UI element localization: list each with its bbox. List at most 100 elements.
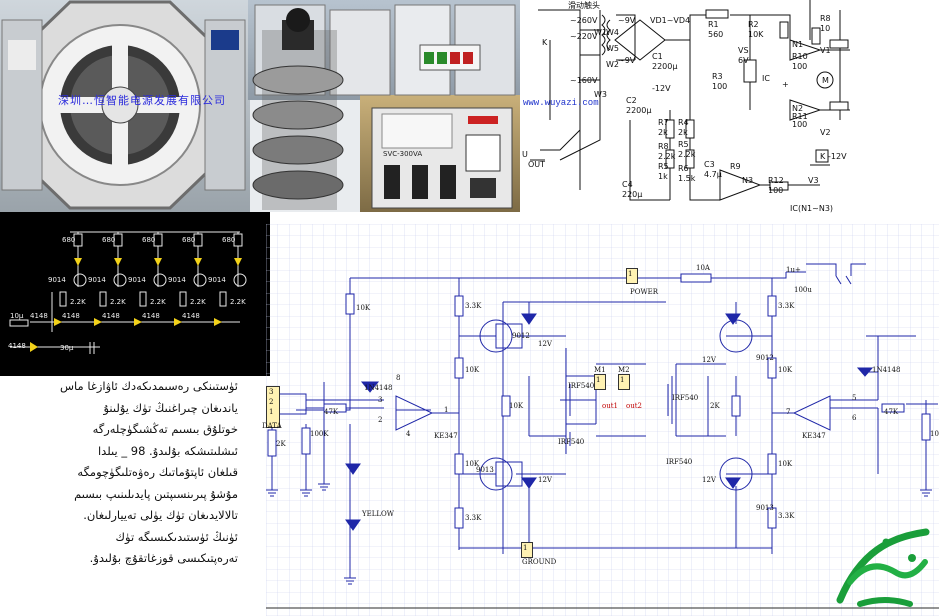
data-pin-2: 2 bbox=[269, 398, 274, 406]
power-box-number: 1 bbox=[628, 270, 633, 278]
top-label-6v: 6V bbox=[738, 56, 749, 65]
top-label-r6: R6 bbox=[678, 164, 689, 173]
uyghur-line-8: ئۈنىڭ ئۈستىدىكىسىگە تۈك bbox=[115, 529, 238, 544]
label-m1: M1 bbox=[594, 366, 606, 374]
top-label-r10: R10 bbox=[792, 52, 808, 61]
label-c-100u: 100u bbox=[794, 286, 812, 294]
ground-box bbox=[521, 542, 533, 558]
label-pin3: 3 bbox=[378, 396, 383, 404]
top-label-r8: R8 bbox=[820, 14, 831, 23]
top-circuit-wires bbox=[530, 0, 850, 201]
top-label-c3: C3 bbox=[704, 160, 715, 169]
top-label-260v: ~260V bbox=[570, 16, 598, 25]
logo-calligraphy-icon bbox=[836, 528, 930, 607]
top-label-r7-2k: 2k bbox=[658, 128, 668, 137]
label-1n4148-b: 1N4148 bbox=[872, 366, 901, 374]
label-pin1: 1 bbox=[444, 406, 449, 414]
led-label-4148-3: 4148 bbox=[102, 312, 120, 320]
led-label-9014-4: 9014 bbox=[168, 276, 186, 284]
top-label-plus: + bbox=[782, 80, 789, 89]
led-label-9014-2: 9014 bbox=[88, 276, 106, 284]
data-pin-3: 3 bbox=[269, 388, 274, 396]
top-label-n2: N2 bbox=[792, 104, 804, 113]
label-irf540-a: IRF540 bbox=[568, 382, 595, 390]
label-fuse-10a: 10A bbox=[696, 264, 710, 272]
top-label-w4: W4 bbox=[606, 28, 619, 37]
data-pin-1: 1 bbox=[269, 408, 274, 416]
top-label-w5: W5 bbox=[606, 44, 619, 53]
top-label-r7: R7 bbox=[658, 118, 669, 127]
label-irf540-c: IRF540 bbox=[672, 394, 699, 402]
label-pin6: 6 bbox=[852, 414, 857, 422]
uyghur-line-1: ئۈستىنكى رەسىمدىكەدك ئاۋازغا ماس bbox=[59, 379, 238, 393]
top-label-r4: R4 bbox=[678, 118, 689, 127]
led-label-30u: 30μ bbox=[60, 344, 74, 352]
led-label-4148-2: 4148 bbox=[62, 312, 80, 320]
top-label-220v: ~220V bbox=[570, 32, 598, 41]
top-label-k2: K bbox=[820, 152, 826, 161]
uyghur-description: ئۈستىنكى رەسىمدىكەدك ئاۋازغا ماس ياندىغا… bbox=[2, 376, 238, 576]
label-100k: 100K bbox=[310, 430, 329, 438]
top-label-u: U bbox=[522, 150, 528, 159]
led-label-4148-5: 4148 bbox=[182, 312, 200, 320]
uyghur-line-4: ئىشلىتىشكە بۇلىدۇ. 98 _ يىلدا bbox=[97, 443, 238, 458]
top-label-r5: R5 bbox=[678, 140, 689, 149]
label-data: DATA bbox=[262, 422, 282, 430]
label-12v-d: 12V bbox=[702, 476, 716, 484]
top-label-560: 560 bbox=[708, 30, 724, 39]
uyghur-line-5: قىلغان ئاپتۇماتىك رەۋەتلىگۈچومگە bbox=[77, 465, 238, 479]
label-yellow: YELLOW bbox=[362, 510, 394, 518]
top-label-n1: N1 bbox=[792, 40, 804, 49]
led-label-4148-6: 4148 bbox=[8, 342, 26, 350]
m2-box-number: 1 bbox=[620, 376, 625, 384]
top-label-ic: IC bbox=[762, 74, 770, 83]
led-label-9014-5: 9014 bbox=[208, 276, 226, 284]
top-label-v3: V3 bbox=[808, 176, 819, 185]
top-label-n3: N3 bbox=[742, 176, 754, 185]
data-connector bbox=[266, 386, 280, 428]
label-c-1u: 1u+ bbox=[786, 266, 801, 274]
top-label-vd1-vd4: VD1~VD4 bbox=[650, 16, 691, 25]
website-url: www.wuyazi.com bbox=[523, 98, 599, 108]
top-label-r11: R11 bbox=[792, 112, 808, 121]
label-out2: out2 bbox=[626, 402, 642, 410]
uyghur-line-3: خوتلۇق بىسىم تەڭشىگۈچلەرگە bbox=[92, 422, 238, 436]
label-1n4148-a: 1N4148 bbox=[364, 384, 393, 392]
top-label-c4-220u: 220μ bbox=[622, 190, 643, 199]
m1-box bbox=[594, 374, 606, 390]
label-pin4: 4 bbox=[406, 430, 411, 438]
label-ke347-b: KE347 bbox=[802, 432, 826, 440]
top-label-c2-2200u: 2200μ bbox=[626, 106, 652, 115]
label-100-f: 100 bbox=[930, 430, 939, 438]
uyghur-line-6: مۇشۇ پىرىنسىپتىن پايدىلىنىپ بىسىم bbox=[74, 486, 238, 501]
top-label-vs: VS bbox=[738, 46, 749, 55]
top-label-r8b: R8 bbox=[658, 142, 669, 151]
label-10k-d: 10K bbox=[509, 402, 524, 410]
top-label-v1: V1 bbox=[820, 46, 831, 55]
led-label-9014-1: 9014 bbox=[48, 276, 66, 284]
led-label-9014-3: 9014 bbox=[128, 276, 146, 284]
label-47k-a: 47K bbox=[324, 408, 339, 416]
top-label-r3: R3 bbox=[712, 72, 723, 81]
label-3-3k-c: 3.3K bbox=[778, 302, 795, 310]
top-label-c2: C2 bbox=[626, 96, 637, 105]
label-pin8: 8 bbox=[396, 374, 401, 382]
led-label-680-5: 680 bbox=[222, 236, 236, 244]
led-label-4148-1: 4148 bbox=[30, 312, 48, 320]
top-label-k: K bbox=[542, 38, 548, 47]
label-9013-a: 9013 bbox=[476, 466, 494, 474]
photo-watermark: 深圳…恒智能电源发展有限公司 bbox=[58, 94, 226, 107]
ground-box-number: 1 bbox=[523, 544, 528, 552]
photo-illustration bbox=[1, 0, 516, 210]
label-irf540-d: IRF540 bbox=[666, 458, 693, 466]
label-10k-a: 10K bbox=[356, 304, 371, 312]
top-label-r5b: R5 bbox=[658, 162, 669, 171]
label-12v-a: 12V bbox=[538, 340, 552, 348]
top-label-r12: R12 bbox=[768, 176, 784, 185]
led-label-680-2: 680 bbox=[102, 236, 116, 244]
top-label-c4: C4 bbox=[622, 180, 633, 189]
label-12v-c: 12V bbox=[702, 356, 716, 364]
label-pin2: 2 bbox=[378, 416, 383, 424]
led-label-22k-3: 2.2K bbox=[150, 298, 166, 306]
label-10k-f: 10K bbox=[778, 366, 793, 374]
